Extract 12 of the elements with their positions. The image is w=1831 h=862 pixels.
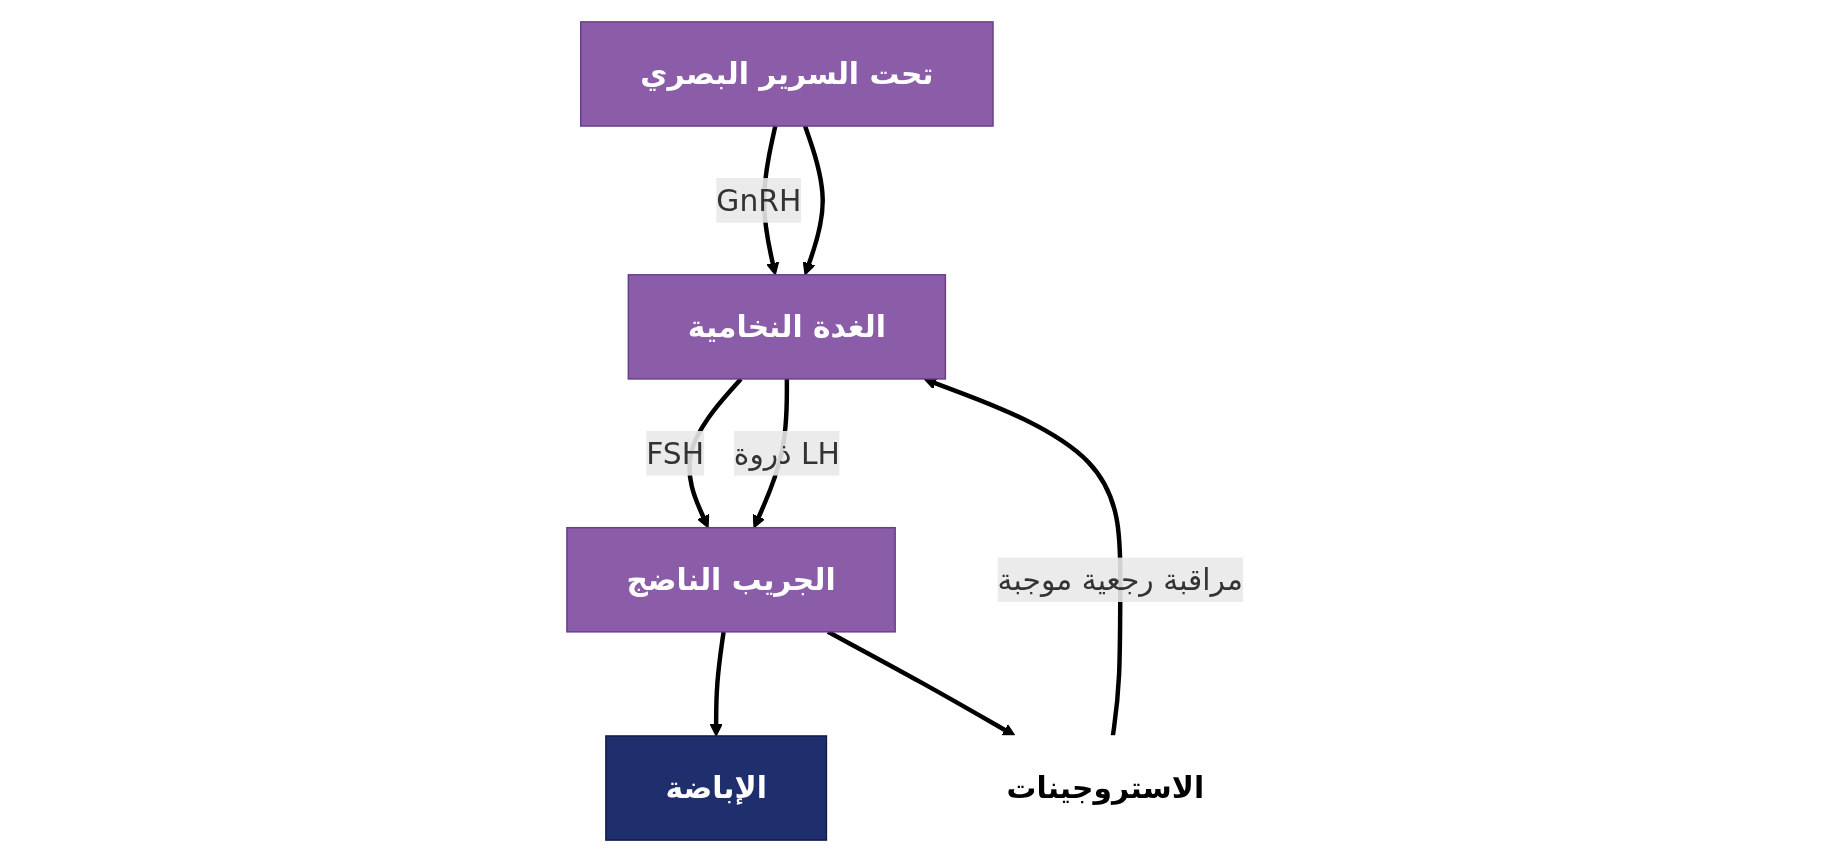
node-text: الاستروجينات	[1006, 770, 1205, 806]
node-box: تحت السرير البصري	[580, 21, 994, 127]
node-box: الغدة النخامية	[627, 274, 947, 380]
edge-label: FSH	[646, 435, 705, 472]
node-box: الجريب الناضج	[566, 526, 897, 633]
edge-label: ذروة LH	[734, 435, 841, 472]
node-box: الإباضة	[605, 735, 828, 841]
edge-label: مراقبة رجعية موجبة	[997, 561, 1244, 598]
arrow	[709, 631, 726, 737]
arrow	[923, 377, 1123, 737]
edge-label: GnRH	[716, 182, 802, 219]
arrow	[802, 125, 826, 276]
